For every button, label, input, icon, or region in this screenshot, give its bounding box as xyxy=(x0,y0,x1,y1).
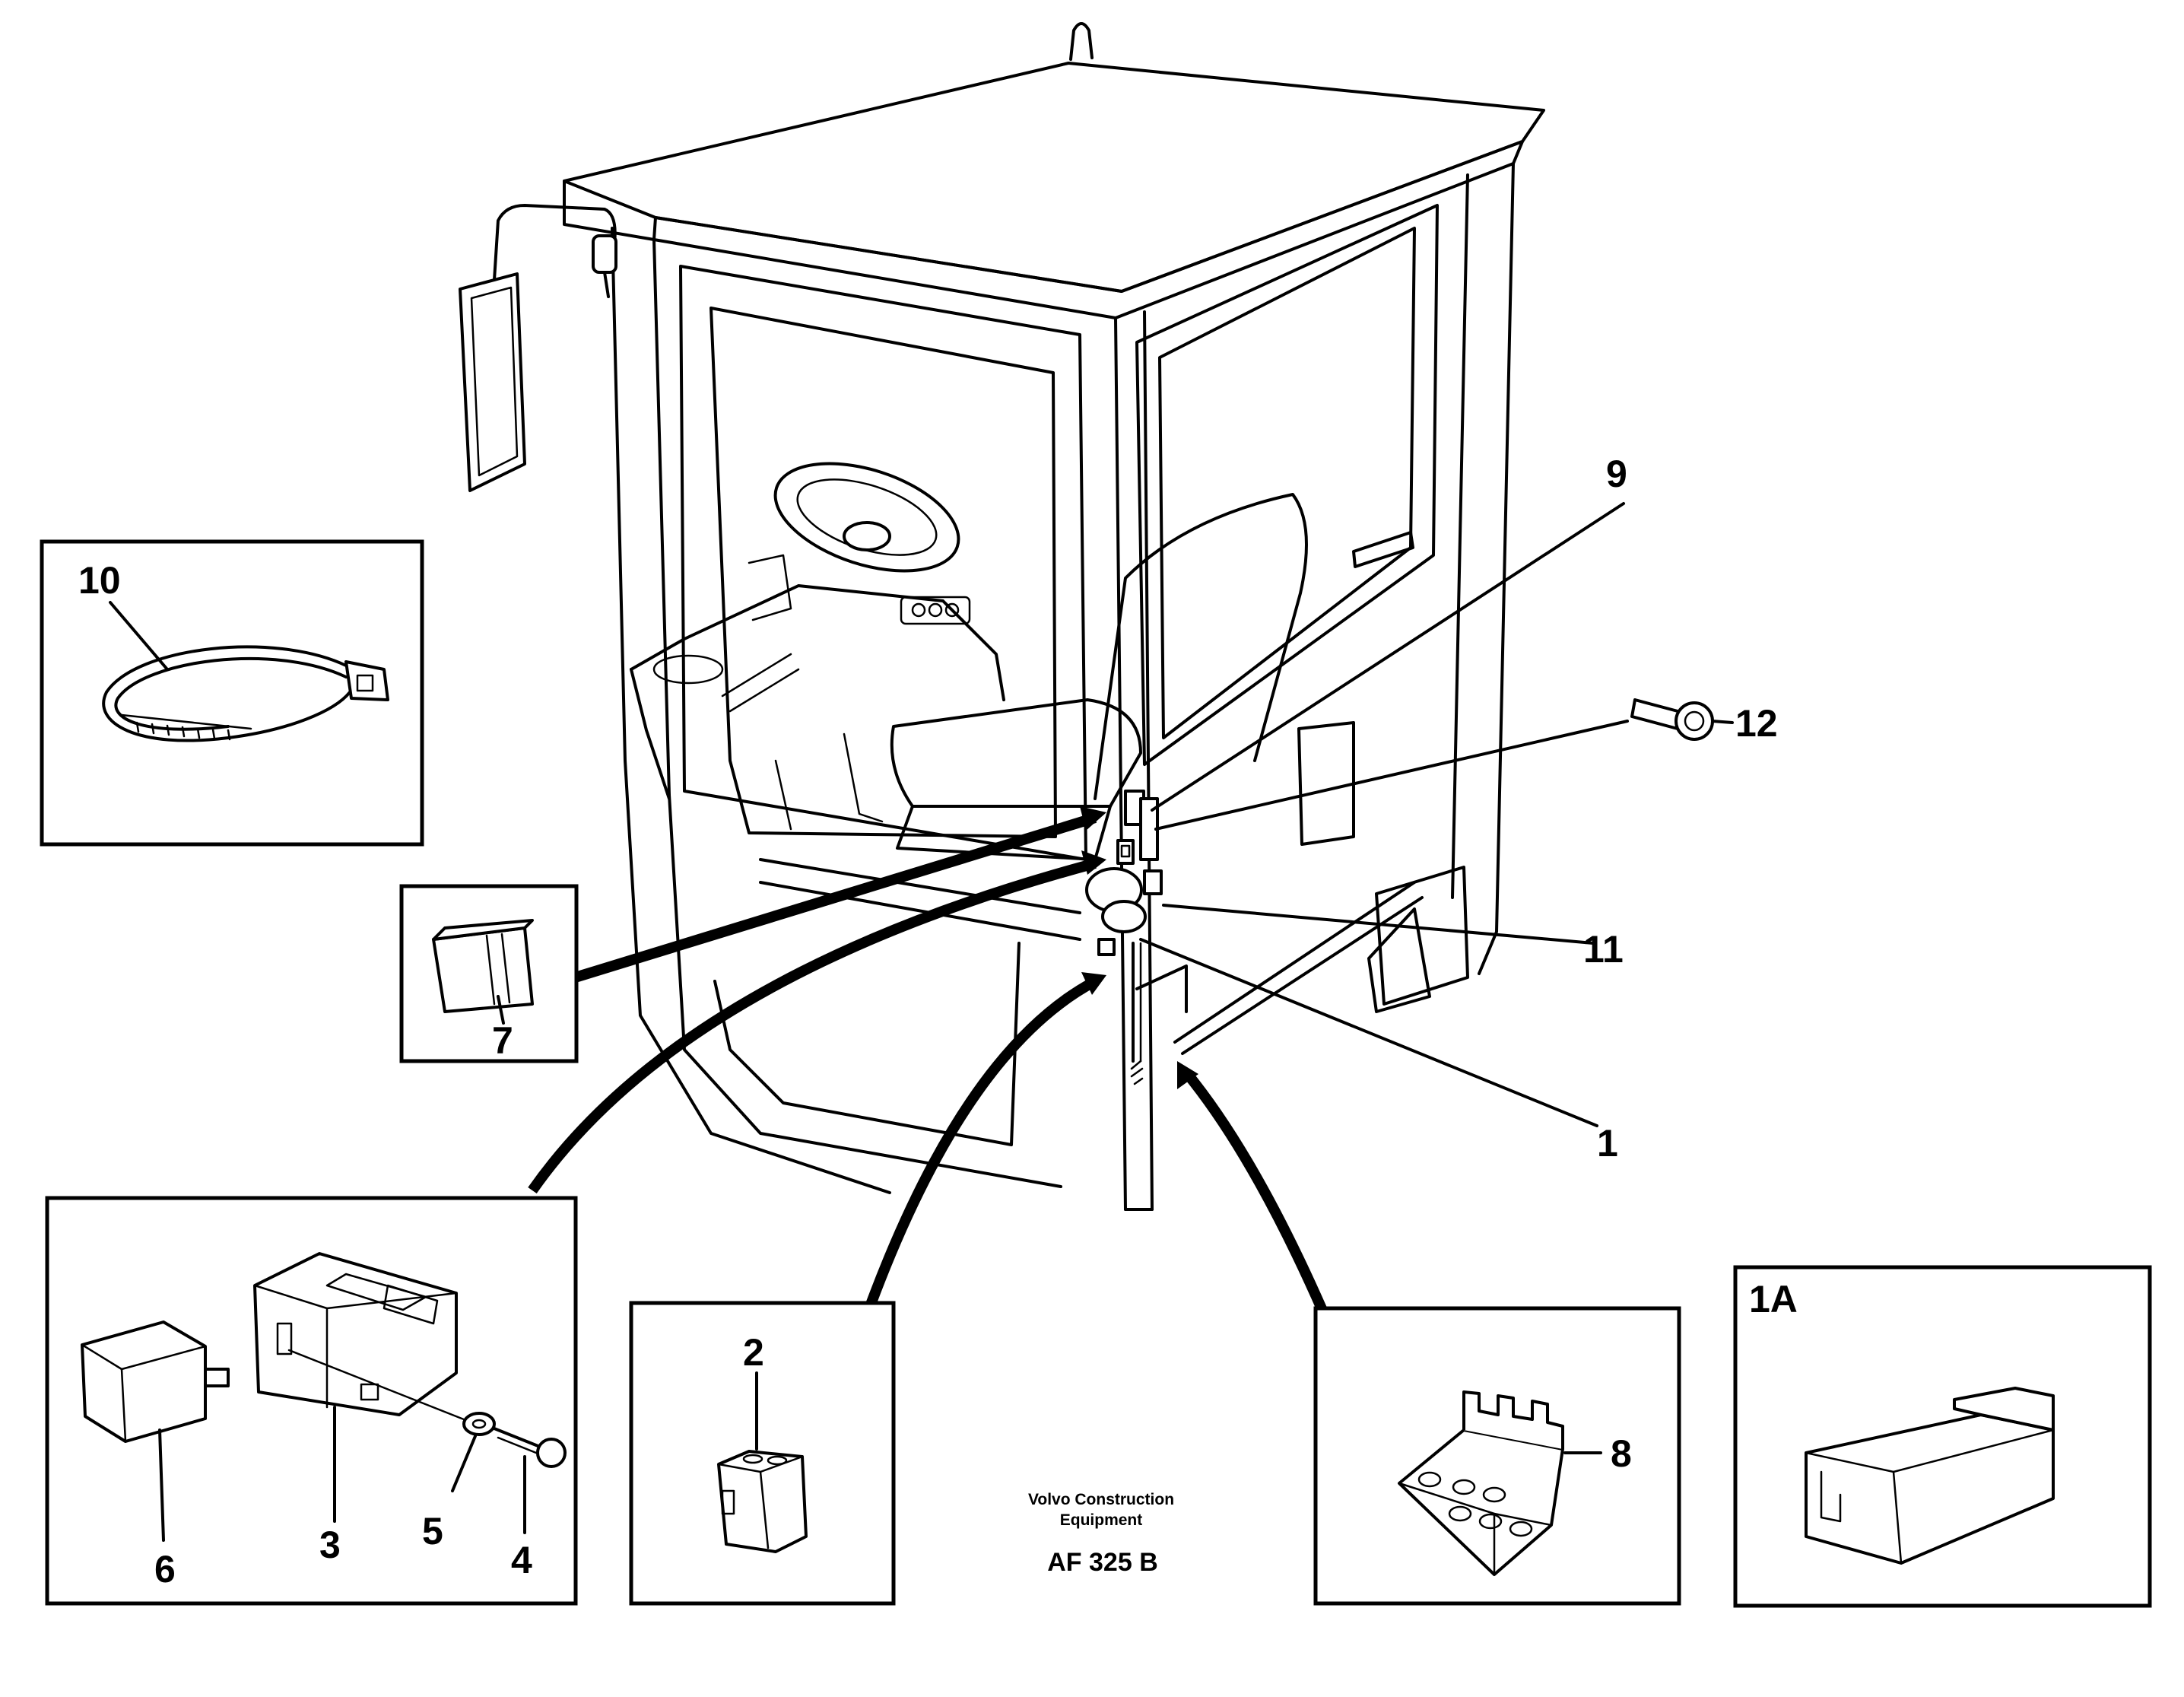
callout-7: 7 xyxy=(492,1019,513,1062)
switch-housing-icon xyxy=(253,1252,458,1416)
callout-1a: 1A xyxy=(1749,1278,1798,1320)
callout-1: 1 xyxy=(1597,1122,1618,1165)
plug-connector-icon xyxy=(717,1450,808,1553)
cable-tie-icon xyxy=(102,645,389,742)
callout-5: 5 xyxy=(422,1510,443,1552)
caption-line-2: Equipment xyxy=(1060,1511,1143,1529)
relay-icon xyxy=(81,1320,230,1443)
callout-4: 4 xyxy=(511,1539,532,1581)
bolt-icon xyxy=(1630,698,1734,741)
caption-line-1: Volvo Construction xyxy=(1028,1491,1174,1508)
callout-6: 6 xyxy=(154,1548,176,1591)
fuse-holder-plate-icon xyxy=(1398,1390,1564,1576)
arrow-3 xyxy=(528,850,1106,1194)
cab-icon xyxy=(563,22,1545,1211)
fuse-icon xyxy=(432,919,534,1013)
callout-9: 9 xyxy=(1606,453,1627,495)
seat-icon xyxy=(774,493,1308,861)
fuse-holder-icon xyxy=(1085,790,1163,956)
leader-lines xyxy=(1139,502,1629,1127)
callout-3: 3 xyxy=(319,1524,341,1566)
screw-icon xyxy=(493,1427,567,1468)
callout-2: 2 xyxy=(743,1331,764,1374)
connector-housing-icon xyxy=(1805,1387,2055,1565)
arrow-8 xyxy=(1177,1061,1328,1314)
callout-8: 8 xyxy=(1611,1432,1632,1475)
arrow-2 xyxy=(865,972,1106,1307)
arrow-7 xyxy=(560,806,1106,987)
washer-icon xyxy=(462,1412,496,1436)
callout-10: 10 xyxy=(78,559,121,602)
mirror-icon xyxy=(459,204,617,492)
wiring-harness xyxy=(1130,942,1144,1085)
figure-code: AF 325 B xyxy=(1047,1548,1158,1577)
callout-12: 12 xyxy=(1735,702,1778,745)
callout-11: 11 xyxy=(1583,928,1624,971)
steering-wheel-icon xyxy=(630,462,1005,800)
